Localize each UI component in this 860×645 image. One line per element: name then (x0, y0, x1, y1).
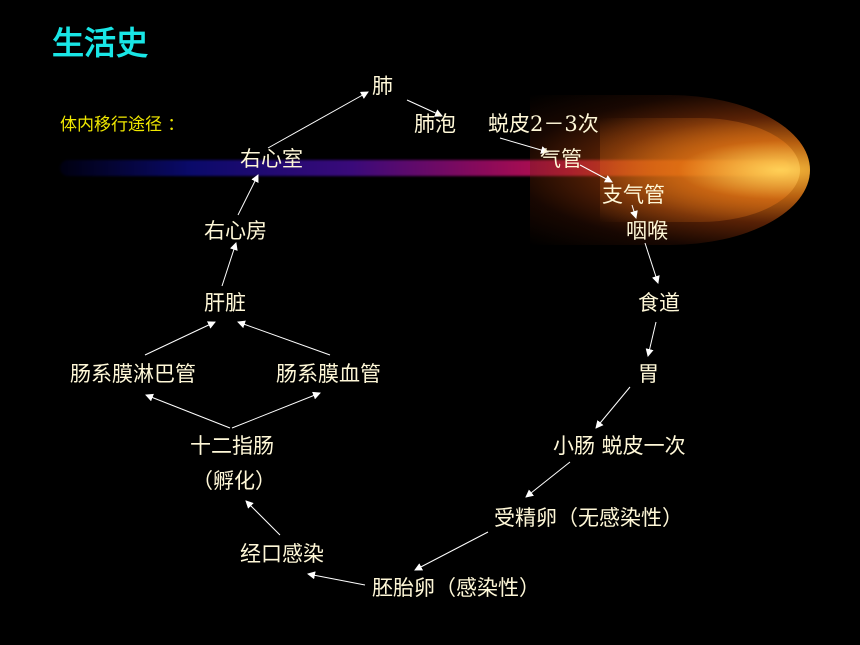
node-mesenteric-blood: 肠系膜血管 (276, 362, 381, 386)
node-embryonated-egg: 胚胎卵（感染性） (372, 576, 540, 600)
node-pharynx: 咽喉 (626, 219, 668, 243)
node-small-intestine: 小肠 蜕皮一次 (553, 434, 686, 458)
arrow-blood-liver (237, 320, 331, 356)
arrow-pharynx-esophagus (644, 242, 660, 284)
arrow-embryonated-oral (307, 571, 366, 586)
decorative-comet-core (600, 118, 800, 222)
arrow-small-intestine-egg (525, 461, 571, 498)
node-oral-infection: 经口感染 (240, 542, 324, 566)
node-lung: 肺 (372, 74, 393, 98)
node-duodenum: 十二指肠 (190, 434, 274, 458)
node-trachea: 气管 (540, 147, 582, 171)
arrow-duodenum-lymph (145, 393, 231, 429)
node-esophagus: 食道 (638, 291, 680, 315)
arrow-egg-embryonated (414, 531, 489, 571)
arrow-stomach-small-intestine (595, 386, 631, 429)
arrow-liver-atrium (221, 242, 238, 287)
arrow-bronchi-pharynx (630, 204, 638, 219)
arrow-esophagus-stomach (645, 321, 657, 357)
node-stomach: 胃 (638, 362, 659, 386)
arrow-lymph-liver (144, 321, 216, 356)
arrow-alveoli-trachea (499, 137, 549, 154)
node-bronchi: 支气管 (602, 183, 665, 207)
arrow-duodenum-blood (231, 391, 321, 429)
node-right-atrium: 右心房 (204, 219, 267, 243)
arrow-trachea-bronchi (579, 164, 613, 183)
migration-route-label: 体内移行途径 ： (60, 115, 185, 135)
node-mesenteric-lymph: 肠系膜淋巴管 (70, 362, 196, 386)
node-fertilized-egg: 受精卵（无感染性） (494, 506, 683, 530)
node-hatch: （孵化） (192, 469, 276, 493)
arrow-ventricle-lung (267, 91, 369, 149)
arrow-atrium-ventricle (237, 174, 259, 216)
node-liver: 肝脏 (204, 291, 246, 315)
node-alveoli: 肺泡 (414, 112, 456, 136)
arrow-oral-duodenum (245, 500, 281, 536)
arrow-lung-alveoli (406, 99, 443, 117)
node-molt-2-3: 蜕皮2－3次 (488, 112, 599, 136)
slide-title: 生活史 (52, 24, 149, 62)
node-right-ventricle: 右心室 (240, 147, 303, 171)
